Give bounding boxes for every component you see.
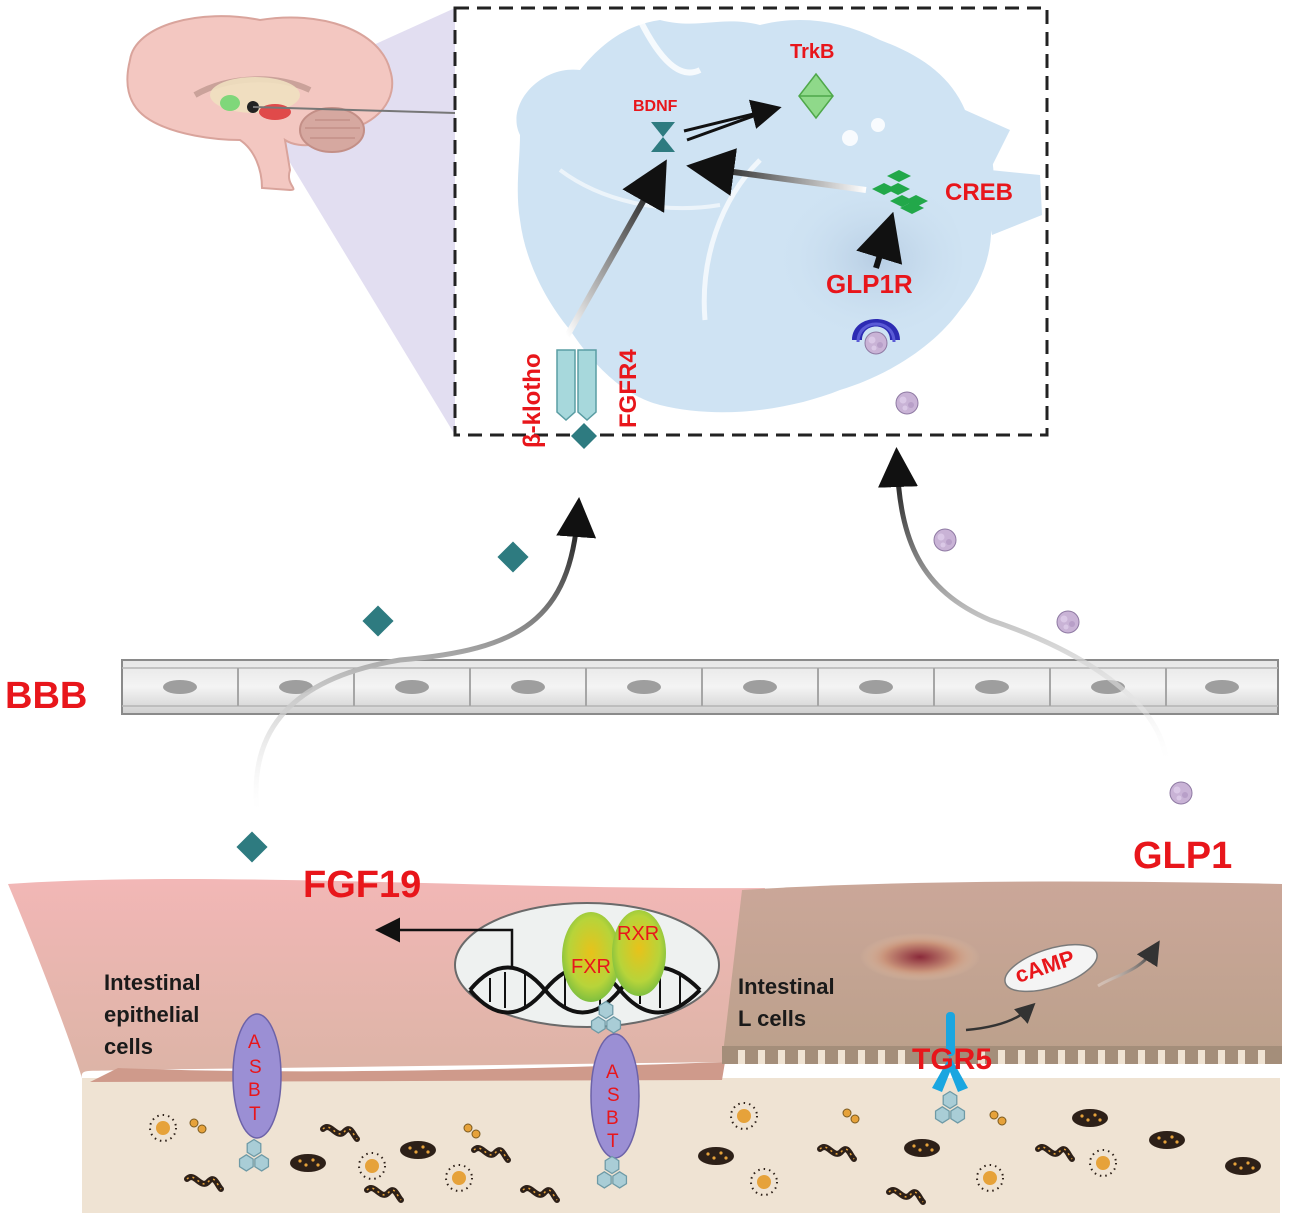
glp1-transport-arrow: [877, 447, 1169, 761]
asbt-left-letter-4: T: [249, 1104, 261, 1125]
asbt-transporter-left: A S B T: [232, 1013, 282, 1172]
asbt-left-letter-3: B: [248, 1080, 261, 1101]
camp-icon: [1004, 943, 1098, 993]
brain-illustration: [126, 15, 456, 192]
asbt-left-letter-2: S: [249, 1057, 262, 1078]
fgfr4-to-bdnf-arrow: [564, 159, 667, 338]
rxr-icon: [612, 910, 666, 996]
fgfr4-label: FGFR4: [615, 349, 642, 428]
tgr5-receptor-icon: [932, 1012, 968, 1124]
l-cells-label-line1: Intestinal: [738, 974, 835, 999]
beta-klotho-label: β-klotho: [519, 353, 546, 448]
asbt-right-letter-2: S: [607, 1085, 620, 1106]
tgr5-label: TGR5: [912, 1043, 992, 1076]
bbb-label: BBB: [5, 675, 87, 717]
glp1-label: GLP1: [1133, 835, 1232, 877]
asbt-right-letter-1: A: [606, 1062, 619, 1083]
l-cell-nucleus: [860, 933, 980, 981]
bdnf-to-trkb-arrow: [683, 99, 782, 142]
camp-to-glp1-arrow: [1097, 940, 1160, 988]
creb-to-bdnf-arrow: [686, 148, 867, 196]
asbt-left-letter-1: A: [248, 1032, 261, 1053]
glp1r-receptor-icon: [852, 319, 900, 355]
blood-brain-barrier: [121, 659, 1279, 715]
asbt-right-letter-4: T: [607, 1131, 619, 1152]
asbt-transporter-right: A S B T: [590, 1033, 640, 1189]
fxr-label: FXR: [571, 956, 611, 978]
intestinal-lumen: [8, 884, 1280, 1213]
trkb-label: TrkB: [790, 41, 834, 63]
epithelial-cells-label-line1: Intestinal: [104, 970, 201, 995]
tgr5-to-camp-arrow: [965, 1002, 1036, 1032]
inset-dashed-border: [453, 6, 1049, 437]
intestinal-l-cell: [722, 881, 1282, 1064]
glp1r-label: GLP1R: [826, 269, 913, 299]
bdnf-hourglass-icon: [651, 122, 675, 152]
epithelial-cells-label-line2: epithelial: [104, 1002, 199, 1027]
creb-icon: [872, 170, 928, 214]
fgfr4-klotho-receptor-icon: [556, 349, 597, 449]
creb-label: CREB: [945, 179, 1013, 206]
neuron-inset: [453, 6, 1049, 437]
glp1r-to-creb-arrow: [856, 211, 903, 269]
epithelial-cells-label-line3: cells: [104, 1034, 153, 1059]
epithelial-nucleus: [454, 902, 720, 1034]
fxr-icon: [562, 912, 620, 1002]
fgf19-label: FGF19: [303, 864, 421, 906]
l-cells-label-line2: L cells: [738, 1006, 806, 1031]
inset-glp1-particle: [895, 391, 919, 415]
trkb-diamond-icon: [798, 72, 834, 120]
asbt-right-letter-3: B: [606, 1108, 619, 1129]
bdnf-label: BDNF: [633, 98, 678, 115]
rxr-label: RXR: [617, 923, 659, 945]
fgf19-transport-arrow: [253, 497, 597, 811]
fxr-to-fgf19-arrow: [375, 917, 514, 966]
